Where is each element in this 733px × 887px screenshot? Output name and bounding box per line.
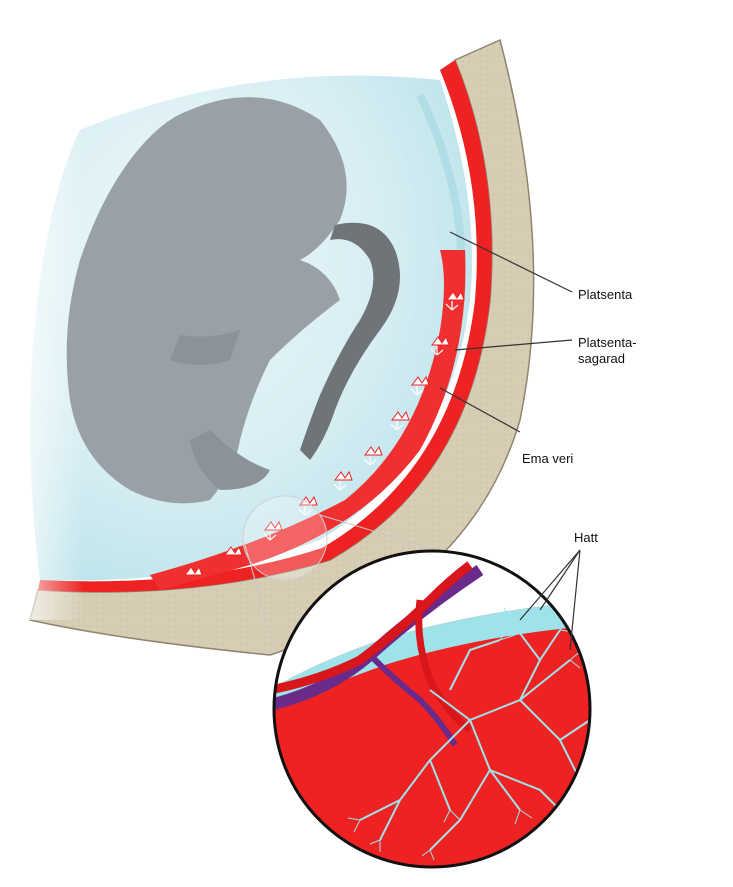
umbilical-cord xyxy=(300,222,400,460)
label-placental-lobe-line2: sagarad xyxy=(578,351,625,366)
label-placenta: Platsenta xyxy=(578,287,633,302)
zoom-source-circle xyxy=(242,495,328,581)
label-placental-lobe-line1: Platsenta- xyxy=(578,335,637,350)
placenta-band xyxy=(150,250,466,590)
magnified-circle-border xyxy=(272,549,592,869)
magnified-villi-view xyxy=(274,551,590,867)
fetus xyxy=(66,97,347,504)
label-maternal-blood: Ema veri xyxy=(522,451,574,466)
placental-lobes xyxy=(184,290,465,576)
leader-lines xyxy=(439,231,581,651)
label-villi: Hatt xyxy=(574,530,598,545)
